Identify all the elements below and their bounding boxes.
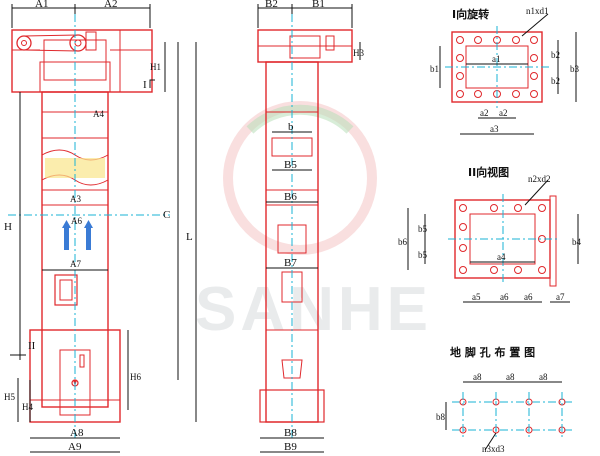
view-I-title: I向旋转 — [452, 7, 489, 21]
dim-H3: H3 — [353, 48, 364, 58]
dim-C: C — [163, 209, 170, 221]
label-a5: a5 — [472, 292, 481, 302]
dim-H6: H6 — [130, 372, 141, 382]
dim-H5: H5 — [4, 392, 15, 402]
label-a7: a7 — [556, 292, 565, 302]
label-a6-right: a6 — [524, 292, 533, 302]
view-I: I向旋转 n1xd1 a1 b1 b2 b2 b3 a2 a2 a3 — [430, 6, 580, 135]
label-b4: b4 — [572, 237, 582, 247]
anchor-hole-layout: 地 脚 孔 布 置 图 a8 a8 a8 b8 n3xd3 — [436, 345, 575, 454]
view-II: II向视图 n2xd2 b5 b5 b6 b4 a4 a5 a6 a6 a7 — [398, 165, 582, 303]
label-n3xd3: n3xd3 — [482, 444, 505, 454]
dim-A6: A6 — [71, 216, 82, 226]
front-view: A1 A2 H1 A4 A3 A6 A7 H C L H5 H4 H6 A8 A… — [4, 0, 197, 453]
label-a8-2: a8 — [506, 372, 515, 382]
side-view: B2 B1 H3 b B5 B6 B7 B8 B9 — [257, 0, 364, 453]
dim-A4: A4 — [93, 109, 104, 119]
dim-H: H — [4, 221, 12, 233]
label-a4: a4 — [497, 252, 506, 262]
label-n1xd1: n1xd1 — [526, 6, 549, 16]
dim-A2: A2 — [104, 0, 117, 10]
label-a2-left: a2 — [480, 108, 489, 118]
label-b6: b6 — [398, 237, 408, 247]
watermark-logo: SANHE — [195, 101, 432, 344]
dim-B8: B8 — [284, 427, 297, 439]
label-a2-right: a2 — [499, 108, 508, 118]
label-b8: b8 — [436, 412, 446, 422]
label-n2xd2: n2xd2 — [528, 174, 551, 184]
section-mark-II: II — [28, 340, 36, 352]
dim-A8: A8 — [70, 427, 84, 439]
label-a6-left: a6 — [500, 292, 509, 302]
dim-B9: B9 — [284, 441, 297, 453]
label-b3: b3 — [570, 64, 580, 74]
dim-B1: B1 — [312, 0, 325, 10]
dim-b: b — [288, 121, 294, 133]
dim-B6: B6 — [284, 191, 297, 203]
dim-A9: A9 — [68, 441, 82, 453]
dim-A7: A7 — [70, 259, 81, 269]
dim-H4: H4 — [22, 402, 33, 412]
dim-A3: A3 — [70, 194, 81, 204]
label-b2-bottom: b2 — [551, 76, 560, 86]
dim-B5: B5 — [284, 159, 297, 171]
anchor-holes-title: 地 脚 孔 布 置 图 — [450, 345, 535, 359]
label-b2-top: b2 — [551, 50, 560, 60]
label-b1: b1 — [430, 64, 439, 74]
label-a8-1: a8 — [473, 372, 482, 382]
label-a3: a3 — [490, 124, 499, 134]
label-a1: a1 — [492, 54, 501, 64]
label-b5-top: b5 — [418, 224, 428, 234]
view-II-title: II向视图 — [468, 165, 509, 179]
section-mark-I: I — [143, 79, 147, 91]
dim-B2: B2 — [265, 0, 278, 10]
dim-B7: B7 — [284, 257, 297, 269]
dim-H1: H1 — [150, 62, 161, 72]
dim-L: L — [186, 231, 193, 243]
label-a8-3: a8 — [539, 372, 548, 382]
dim-A1: A1 — [35, 0, 48, 10]
watermark-text: SANHE — [195, 275, 432, 344]
label-b5-bottom: b5 — [418, 250, 428, 260]
